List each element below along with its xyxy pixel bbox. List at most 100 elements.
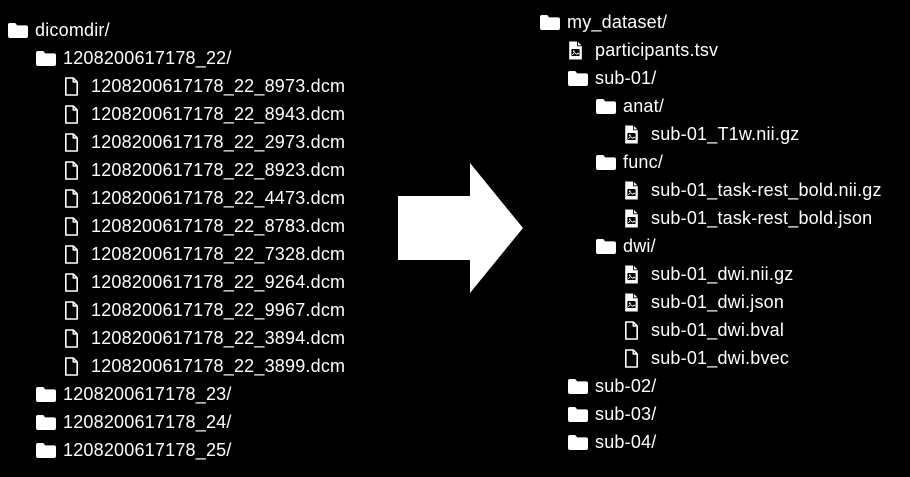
filled-file-icon xyxy=(624,265,648,284)
right-arrow-icon xyxy=(398,163,523,293)
file-icon xyxy=(624,348,648,368)
tree-item: 1208200617178_23/ xyxy=(8,380,345,408)
folder-icon xyxy=(568,406,592,422)
tree-item-label: func/ xyxy=(623,151,664,172)
folder-icon xyxy=(568,434,592,450)
tree-item-label: sub-01_task-rest_bold.json xyxy=(651,207,873,228)
file-icon xyxy=(64,356,88,376)
tree-item-label: 1208200617178_22_3899.dcm xyxy=(91,355,346,376)
filled-file-icon xyxy=(624,209,648,228)
tree-item: 1208200617178_22_4473.dcm xyxy=(8,184,345,212)
tree-item: func/ xyxy=(540,148,882,176)
folder-icon xyxy=(596,154,620,170)
file-icon xyxy=(64,272,88,292)
tree-item: sub-04/ xyxy=(540,428,882,456)
tree-item: 1208200617178_22_8923.dcm xyxy=(8,156,345,184)
tree-item: 1208200617178_22_8943.dcm xyxy=(8,100,345,128)
tree-item: sub-01/ xyxy=(540,64,882,92)
tree-item: sub-02/ xyxy=(540,372,882,400)
folder-icon xyxy=(568,378,592,394)
tree-item-label: sub-01_T1w.nii.gz xyxy=(651,123,800,144)
tree-item-label: 1208200617178_22_8973.dcm xyxy=(91,75,346,96)
tree-item: 1208200617178_22_8783.dcm xyxy=(8,212,345,240)
tree-item-label: sub-01_task-rest_bold.nii.gz xyxy=(651,179,882,200)
tree-item-label: 1208200617178_22_3894.dcm xyxy=(91,327,346,348)
folder-icon xyxy=(36,442,60,458)
tree-item-label: 1208200617178_22_8943.dcm xyxy=(91,103,346,124)
tree-item: 1208200617178_22_3899.dcm xyxy=(8,352,345,380)
tree-item: sub-01_T1w.nii.gz xyxy=(540,120,882,148)
bids-output-tree: my_dataset/participants.tsv sub-01/anat/s… xyxy=(540,8,882,456)
tree-item: 1208200617178_22/ xyxy=(8,44,345,72)
tree-item-label: sub-01_dwi.json xyxy=(651,291,785,312)
tree-item-label: 1208200617178_22_2973.dcm xyxy=(91,131,346,152)
file-icon xyxy=(64,244,88,264)
tree-item-label: dicomdir/ xyxy=(35,19,110,40)
tree-item-label: 1208200617178_25/ xyxy=(63,439,232,460)
file-icon xyxy=(64,328,88,348)
file-icon xyxy=(64,76,88,96)
tree-item-label: 1208200617178_23/ xyxy=(63,383,232,404)
tree-item: 1208200617178_22_9264.dcm xyxy=(8,268,345,296)
filled-file-icon xyxy=(568,41,592,60)
file-icon xyxy=(64,216,88,236)
tree-item: sub-03/ xyxy=(540,400,882,428)
tree-item: dwi/ xyxy=(540,232,882,260)
tree-item-label: participants.tsv xyxy=(595,39,719,60)
tree-item: 1208200617178_22_9967.dcm xyxy=(8,296,345,324)
tree-item-label: sub-01_dwi.bval xyxy=(651,319,785,340)
file-icon xyxy=(64,160,88,180)
file-icon xyxy=(64,300,88,320)
tree-item: 1208200617178_22_2973.dcm xyxy=(8,128,345,156)
tree-item: 1208200617178_22_8973.dcm xyxy=(8,72,345,100)
tree-item: anat/ xyxy=(540,92,882,120)
tree-item-label: 1208200617178_22_8923.dcm xyxy=(91,159,346,180)
tree-item-label: sub-01/ xyxy=(595,67,657,88)
folder-icon xyxy=(596,238,620,254)
tree-item-label: sub-01_dwi.bvec xyxy=(651,347,790,368)
file-icon xyxy=(64,132,88,152)
tree-item-label: 1208200617178_22/ xyxy=(63,47,232,68)
folder-icon xyxy=(8,22,32,38)
tree-item: sub-01_task-rest_bold.json xyxy=(540,204,882,232)
filled-file-icon xyxy=(624,125,648,144)
tree-item: sub-01_dwi.bvec xyxy=(540,344,882,372)
tree-item: my_dataset/ xyxy=(540,8,882,36)
tree-item: 1208200617178_25/ xyxy=(8,436,345,464)
folder-icon xyxy=(568,70,592,86)
tree-item: dicomdir/ xyxy=(8,16,345,44)
tree-item: sub-01_dwi.nii.gz xyxy=(540,260,882,288)
dicom-source-tree: dicomdir/1208200617178_22/1208200617178_… xyxy=(8,16,345,464)
filled-file-icon xyxy=(624,181,648,200)
file-icon xyxy=(624,320,648,340)
tree-item-label: 1208200617178_22_4473.dcm xyxy=(91,187,346,208)
tree-item-label: dwi/ xyxy=(623,235,656,256)
tree-item: sub-01_task-rest_bold.nii.gz xyxy=(540,176,882,204)
file-icon xyxy=(64,188,88,208)
tree-item: sub-01_dwi.bval xyxy=(540,316,882,344)
tree-item-label: my_dataset/ xyxy=(567,11,668,32)
file-icon xyxy=(64,104,88,124)
folder-icon xyxy=(36,386,60,402)
tree-item-label: sub-03/ xyxy=(595,403,657,424)
tree-item-label: 1208200617178_22_9967.dcm xyxy=(91,299,346,320)
tree-item: participants.tsv xyxy=(540,36,882,64)
folder-icon xyxy=(596,98,620,114)
tree-item-label: 1208200617178_22_7328.dcm xyxy=(91,243,346,264)
tree-item: sub-01_dwi.json xyxy=(540,288,882,316)
tree-item: 1208200617178_24/ xyxy=(8,408,345,436)
tree-item: 1208200617178_22_7328.dcm xyxy=(8,240,345,268)
tree-item-label: 1208200617178_24/ xyxy=(63,411,232,432)
tree-item-label: sub-04/ xyxy=(595,431,657,452)
folder-icon xyxy=(36,50,60,66)
tree-item-label: 1208200617178_22_8783.dcm xyxy=(91,215,346,236)
folder-icon xyxy=(36,414,60,430)
folder-icon xyxy=(540,14,564,30)
tree-item-label: 1208200617178_22_9264.dcm xyxy=(91,271,346,292)
tree-item: 1208200617178_22_3894.dcm xyxy=(8,324,345,352)
transform-arrow xyxy=(398,163,523,293)
tree-item-label: sub-01_dwi.nii.gz xyxy=(651,263,794,284)
tree-item-label: sub-02/ xyxy=(595,375,657,396)
filled-file-icon xyxy=(624,293,648,312)
